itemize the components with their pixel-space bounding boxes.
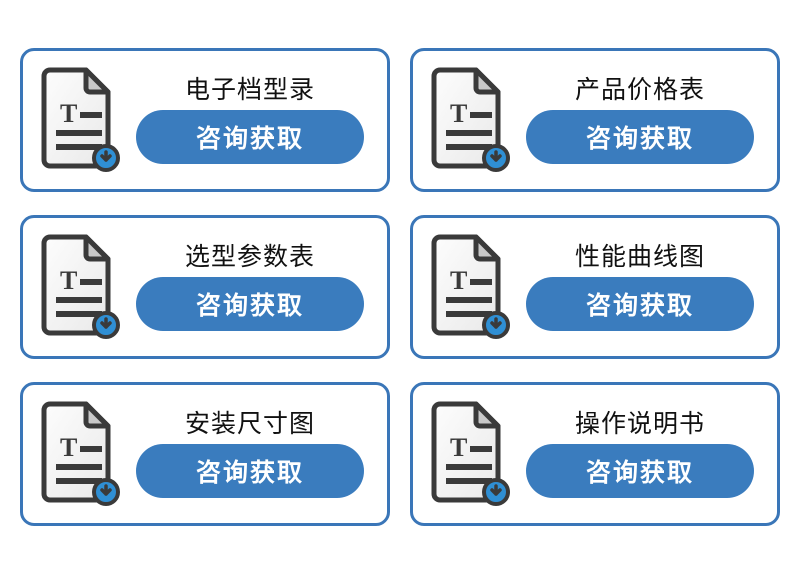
svg-text:T: T — [60, 433, 77, 462]
document-download-icon: T — [41, 67, 120, 172]
document-card-product-price-list[interactable]: T 产品价格表 咨询获取 — [410, 48, 780, 192]
consult-get-button[interactable]: 咨询获取 — [526, 110, 754, 165]
document-card-installation-dimension-drawing[interactable]: T 安装尺寸图 咨询获取 — [20, 382, 390, 526]
card-content: 电子档型录 咨询获取 — [127, 51, 387, 189]
card-content: 安装尺寸图 咨询获取 — [127, 385, 387, 523]
consult-get-button[interactable]: 咨询获取 — [136, 110, 364, 165]
consult-get-button[interactable]: 咨询获取 — [136, 277, 364, 332]
document-download-icon: T — [431, 234, 510, 339]
document-card-selection-parameter-table[interactable]: T 选型参数表 咨询获取 — [20, 215, 390, 359]
document-card-operation-manual[interactable]: T 操作说明书 咨询获取 — [410, 382, 780, 526]
card-content: 性能曲线图 咨询获取 — [517, 218, 777, 356]
svg-text:T: T — [450, 266, 467, 295]
document-download-icon: T — [431, 67, 510, 172]
card-icon-container: T — [23, 51, 127, 189]
document-card-grid: T 电子档型录 咨询获取 T — [20, 48, 780, 526]
svg-text:T: T — [60, 99, 77, 128]
card-title: 产品价格表 — [574, 75, 705, 104]
document-card-electronic-catalog[interactable]: T 电子档型录 咨询获取 — [20, 48, 390, 192]
consult-get-button[interactable]: 咨询获取 — [526, 444, 754, 499]
document-download-icon: T — [41, 401, 120, 506]
svg-text:T: T — [450, 433, 467, 462]
svg-text:T: T — [450, 99, 467, 128]
card-title: 操作说明书 — [574, 409, 705, 438]
consult-get-button[interactable]: 咨询获取 — [526, 277, 754, 332]
card-title: 选型参数表 — [184, 242, 315, 271]
card-title: 电子档型录 — [184, 75, 315, 104]
svg-text:T: T — [60, 266, 77, 295]
card-title: 安装尺寸图 — [184, 409, 315, 438]
card-icon-container: T — [413, 51, 517, 189]
card-content: 操作说明书 咨询获取 — [517, 385, 777, 523]
card-icon-container: T — [413, 218, 517, 356]
consult-get-button[interactable]: 咨询获取 — [136, 444, 364, 499]
document-download-icon: T — [431, 401, 510, 506]
card-content: 选型参数表 咨询获取 — [127, 218, 387, 356]
document-card-performance-curve[interactable]: T 性能曲线图 咨询获取 — [410, 215, 780, 359]
card-icon-container: T — [23, 218, 127, 356]
document-download-icon: T — [41, 234, 120, 339]
card-title: 性能曲线图 — [574, 242, 705, 271]
card-icon-container: T — [413, 385, 517, 523]
card-icon-container: T — [23, 385, 127, 523]
card-content: 产品价格表 咨询获取 — [517, 51, 777, 189]
